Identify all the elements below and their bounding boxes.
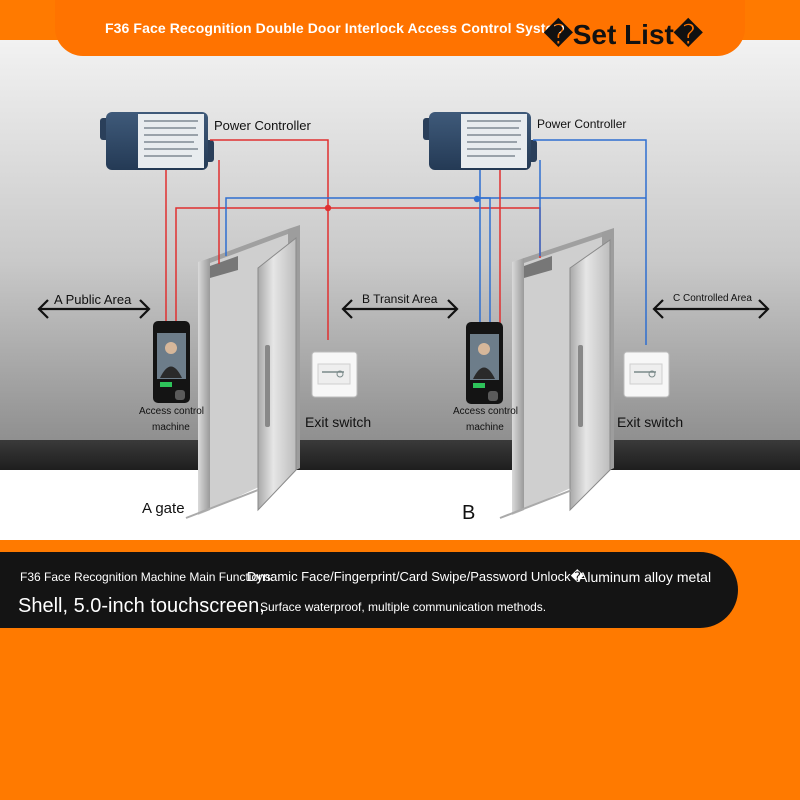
area-a-label: A Public Area (54, 292, 131, 307)
area-c-label: C Controlled Area (673, 293, 752, 304)
functions-intro: F36 Face Recognition Machine Main Functi… (20, 570, 274, 584)
access-control-machine-right (466, 322, 503, 404)
wire-junction-blue (474, 196, 480, 202)
exit-switch-left (312, 352, 357, 397)
power-controller-right-label: Power Controller (537, 117, 626, 131)
area-b-label: B Transit Area (362, 292, 437, 306)
floor-band (0, 440, 800, 470)
power-controller-left (100, 112, 214, 170)
access-control-machine-left (153, 321, 190, 403)
functions-shell: Shell, 5.0-inch touchscreen, (18, 595, 265, 618)
functions-features: Dynamic Face/Fingerprint/Card Swipe/Pass… (247, 569, 584, 585)
access-machine-left-label-2: machine (152, 422, 190, 433)
access-machine-right-label-1: Access control (453, 406, 518, 417)
door-b (500, 228, 614, 518)
door-a (186, 225, 300, 518)
exit-switch-right (624, 352, 669, 397)
gate-a-label: A gate (142, 500, 185, 517)
exit-switch-right-label: Exit switch (617, 414, 683, 430)
functions-material: Aluminum alloy metal (578, 569, 711, 585)
gate-b-label: B (462, 502, 475, 525)
wire-junction-red (325, 205, 331, 211)
floor (0, 470, 800, 540)
header-title: F36 Face Recognition Double Door Interlo… (105, 20, 566, 36)
exit-switch-left-label: Exit switch (305, 414, 371, 430)
power-controller-right (423, 112, 537, 170)
access-machine-left-label-1: Access control (139, 406, 204, 417)
power-controller-left-label: Power Controller (214, 118, 311, 133)
set-list-heading: �Set List� (544, 18, 703, 51)
functions-rest: Surface waterproof, multiple communicati… (260, 600, 546, 614)
wall (0, 40, 800, 442)
access-machine-right-label-2: machine (466, 422, 504, 433)
